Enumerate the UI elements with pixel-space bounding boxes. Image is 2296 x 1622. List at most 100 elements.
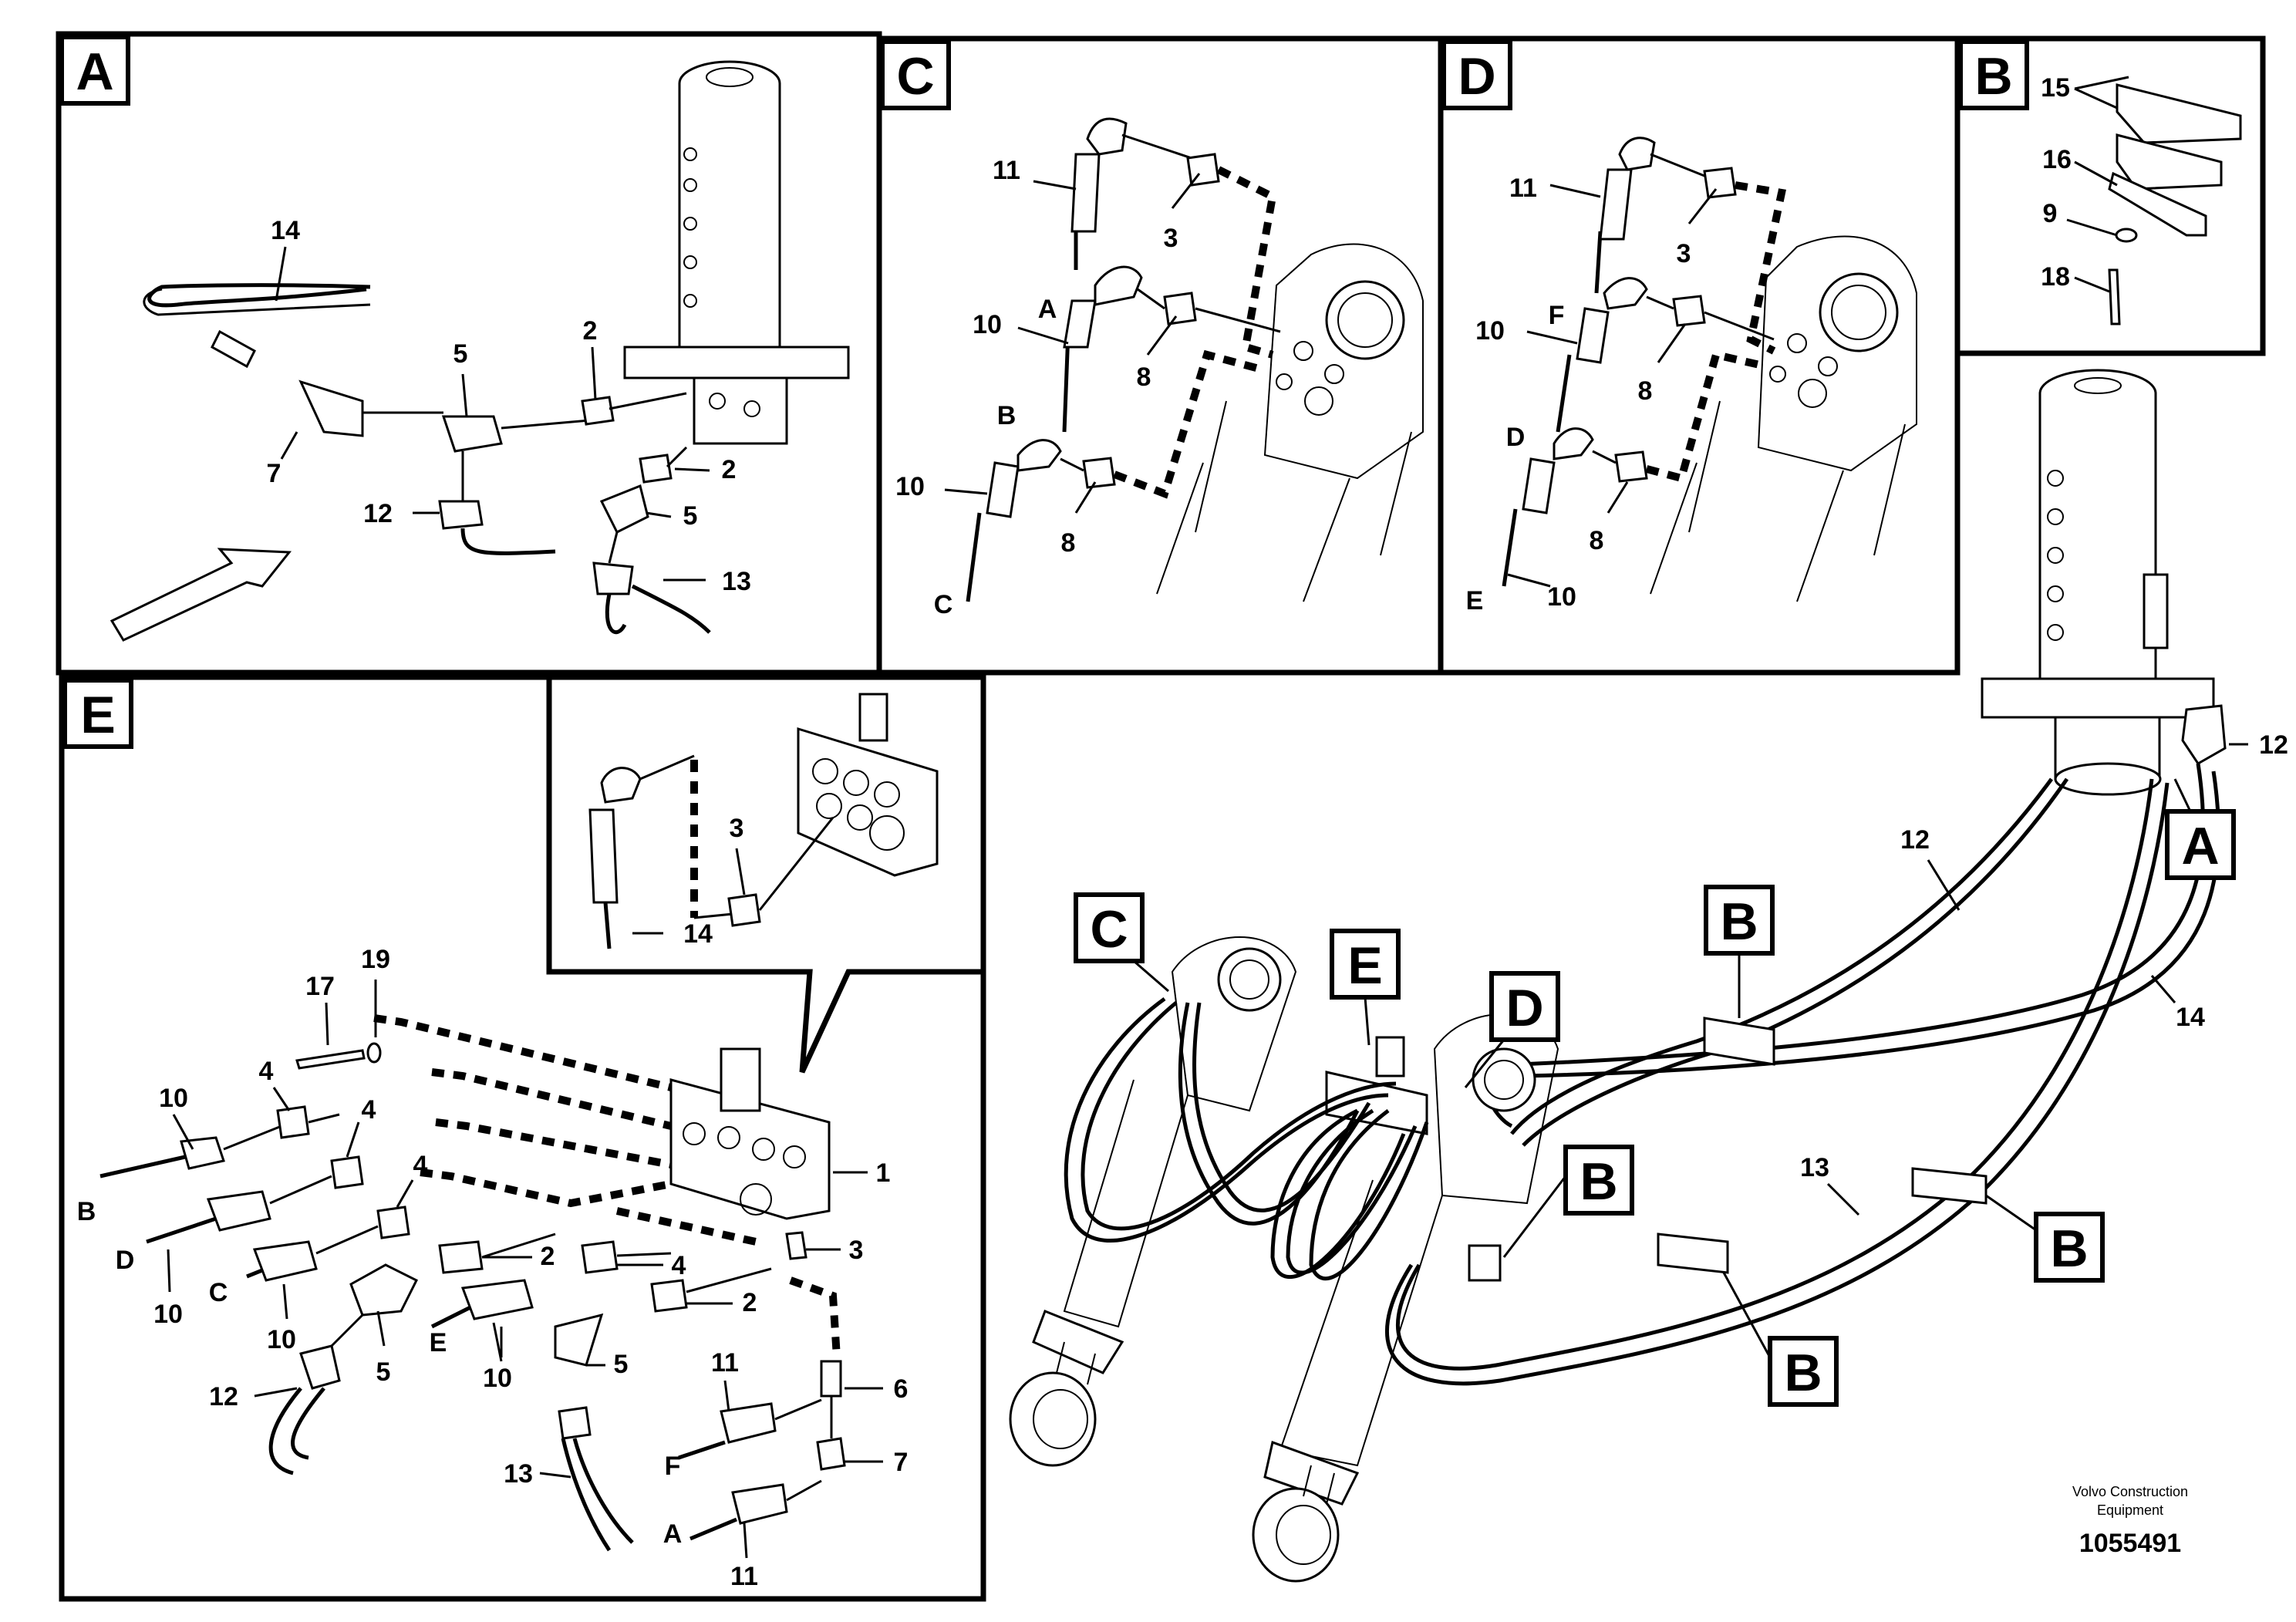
adapter-3 <box>1703 167 1737 199</box>
hose-11-end-f <box>1594 231 1603 294</box>
hose-13 <box>631 584 711 634</box>
part-number: 1 <box>876 1158 891 1188</box>
elbow-11 <box>1618 137 1656 171</box>
hose-13-end <box>605 593 627 635</box>
bolt-17 <box>295 1049 366 1070</box>
clamp-b <box>1468 1244 1502 1282</box>
part-number: 5 <box>683 501 698 531</box>
boom-cylinder-head <box>1757 235 1917 472</box>
end-marker: E <box>1466 586 1484 615</box>
part-number: 2 <box>743 1288 757 1317</box>
end-marker: C <box>934 590 953 619</box>
part-number: 5 <box>376 1357 391 1387</box>
panel-a-label: A <box>76 42 113 101</box>
ferrule-10 <box>252 1240 318 1282</box>
part-number: 4 <box>672 1251 686 1280</box>
direction-arrow <box>110 548 292 642</box>
elbow-7 <box>816 1437 846 1471</box>
part-number: 10 <box>483 1364 512 1393</box>
elbow-5 <box>349 1263 419 1317</box>
inset-valve: 3 14 <box>546 674 986 1074</box>
end-marker: F <box>665 1452 681 1481</box>
hose-10-e <box>430 1305 472 1329</box>
adapter-8-lower <box>1614 450 1648 483</box>
ferrule-11 <box>1599 168 1633 241</box>
end-marker: A <box>663 1519 683 1549</box>
ferrule-10-upper <box>1576 307 1610 364</box>
part-number: 10 <box>153 1300 183 1329</box>
hose-13 <box>1396 778 2154 1371</box>
part-number: 12 <box>363 499 393 528</box>
hose-12 <box>460 528 556 555</box>
part-number: 3 <box>730 814 744 843</box>
elbow-10-upper <box>1603 277 1648 310</box>
callout-c: C <box>1090 900 1128 959</box>
end-marker: D <box>116 1246 135 1275</box>
part-number: 10 <box>159 1084 188 1113</box>
adapter-8-upper <box>1672 295 1706 327</box>
pipe-dashed <box>373 1014 673 1091</box>
main-assembly: C E D A B B B B 12 12 14 13 <box>1009 369 2288 1583</box>
hose-11-f <box>678 1440 726 1460</box>
tee-5 <box>441 415 503 453</box>
callout-b: B <box>2050 1219 2088 1278</box>
adapter-2 <box>650 1279 688 1313</box>
part-number: 14 <box>683 919 713 949</box>
adapter-2 <box>438 1240 484 1274</box>
boom-cylinder-head <box>1263 243 1424 480</box>
plate-16 <box>2108 171 2207 237</box>
pipe-dashed <box>789 1276 841 1358</box>
part-number: 10 <box>973 310 1002 339</box>
part-number: 15 <box>2041 73 2070 103</box>
elbow-11 <box>1086 117 1128 156</box>
pipe-dashed <box>420 1168 672 1208</box>
end-marker: B <box>77 1197 96 1226</box>
hose-13 <box>572 1438 634 1544</box>
end-marker: C <box>209 1278 228 1307</box>
adapter-4 <box>581 1240 619 1274</box>
end-marker: F <box>1549 301 1565 330</box>
ferrule-11 <box>1070 153 1101 233</box>
ferrule-10-lower <box>986 461 1020 518</box>
callout-e: E <box>1347 936 1382 995</box>
ferrule-10 <box>460 1279 534 1320</box>
part-number: 8 <box>1061 528 1076 558</box>
part-number: 7 <box>894 1448 909 1477</box>
ferrule-10 <box>206 1190 271 1232</box>
part-number: 3 <box>1164 224 1178 253</box>
hose-bundle <box>1064 996 1389 1243</box>
publisher-line-1: Volvo Construction <box>2072 1484 2188 1499</box>
panel-a: A <box>56 31 882 676</box>
part-number: 9 <box>2043 199 2058 228</box>
hose-10-end-b <box>1062 331 1070 433</box>
end-marker: A <box>1038 295 1057 324</box>
callout-b: B <box>1720 892 1758 951</box>
callout-b: B <box>1784 1344 1822 1402</box>
part-number: 13 <box>722 567 751 596</box>
elbow-10-lower <box>1553 427 1594 460</box>
hose-10-end-e <box>1502 508 1518 587</box>
hose-10-end-c <box>966 512 982 602</box>
end-marker: B <box>997 401 1017 430</box>
part-number: 13 <box>1800 1153 1829 1182</box>
panel-e: E 3 14 <box>59 674 986 1602</box>
part-number: 12 <box>1900 825 1930 855</box>
part-number: 4 <box>362 1095 376 1125</box>
adapter-2-lower <box>639 454 673 484</box>
part-number: 3 <box>849 1236 864 1265</box>
part-number: 14 <box>2176 1003 2205 1032</box>
part-number: 10 <box>1547 582 1576 612</box>
pipe-dashed <box>615 1207 757 1246</box>
part-number: 3 <box>1677 239 1691 268</box>
part-number: 5 <box>614 1350 629 1379</box>
hose-11-a <box>689 1517 737 1541</box>
ferrule-11 <box>731 1483 788 1525</box>
clamp-bottom-15 <box>2116 133 2223 191</box>
pipe-dashed-lower <box>1113 349 1266 499</box>
ferrule-10-lower <box>1522 457 1556 514</box>
part-number: 11 <box>1509 174 1537 203</box>
part-number: 11 <box>711 1348 739 1378</box>
part-number: 8 <box>1137 363 1151 392</box>
hose-12 <box>268 1387 302 1475</box>
